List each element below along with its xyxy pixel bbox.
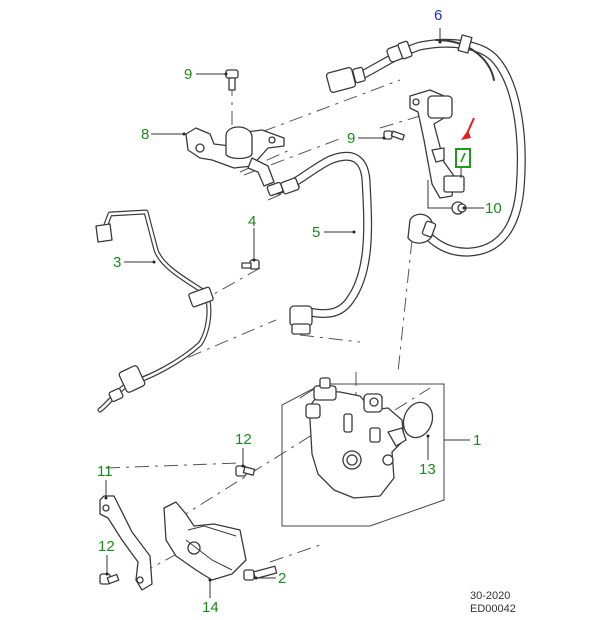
assembly-centerlines — [105, 79, 441, 575]
callout-3[interactable]: 3 — [113, 254, 122, 271]
callout-14[interactable]: 14 — [202, 599, 219, 616]
callout-1[interactable]: 1 — [473, 432, 482, 449]
callout-11[interactable]: 11 — [97, 463, 113, 480]
bolt-9-middle — [383, 130, 405, 141]
callout-10[interactable]: 10 — [485, 200, 502, 217]
hose-bracket — [185, 126, 285, 187]
callout-7-label — [459, 151, 467, 164]
callout-7-highlighted[interactable] — [455, 148, 471, 168]
bolt-9-upper — [225, 69, 239, 91]
fuel-injection-pump — [305, 377, 407, 499]
callout-4[interactable]: 4 — [248, 213, 257, 230]
callout-12-upper[interactable]: 12 — [235, 431, 252, 448]
red-arrow-indicator — [461, 117, 475, 140]
callout-9-upper[interactable]: 9 — [184, 66, 193, 83]
section-number: 30-2020 — [470, 590, 511, 602]
bolt-12-lower — [99, 573, 120, 585]
callout-8[interactable]: 8 — [141, 126, 150, 143]
callout-13[interactable]: 13 — [419, 461, 436, 478]
bolt-12-upper — [235, 465, 256, 477]
bolt-4 — [241, 259, 260, 270]
callout-5[interactable]: 5 — [312, 224, 321, 241]
o-ring — [402, 401, 434, 439]
callout-leaders — [104, 28, 484, 598]
callout-9-middle[interactable]: 9 — [347, 130, 356, 147]
hose-elbow-connector — [407, 213, 437, 244]
drawing-id: ED00042 — [470, 603, 516, 615]
callout-2[interactable]: 2 — [278, 570, 287, 587]
reference-code: 30-2020 ED00042 — [470, 590, 516, 616]
pump-heat-shield — [163, 501, 247, 581]
bolt-2 — [243, 565, 278, 581]
fuel-return-hose — [266, 151, 373, 335]
callout-6[interactable]: 6 — [434, 7, 443, 24]
callout-12-lower[interactable]: 12 — [98, 538, 115, 555]
fuel-pipe — [95, 209, 214, 413]
support-bracket — [99, 495, 153, 591]
sensor-bracket — [409, 89, 465, 199]
fuel-feed-hose — [325, 34, 526, 257]
